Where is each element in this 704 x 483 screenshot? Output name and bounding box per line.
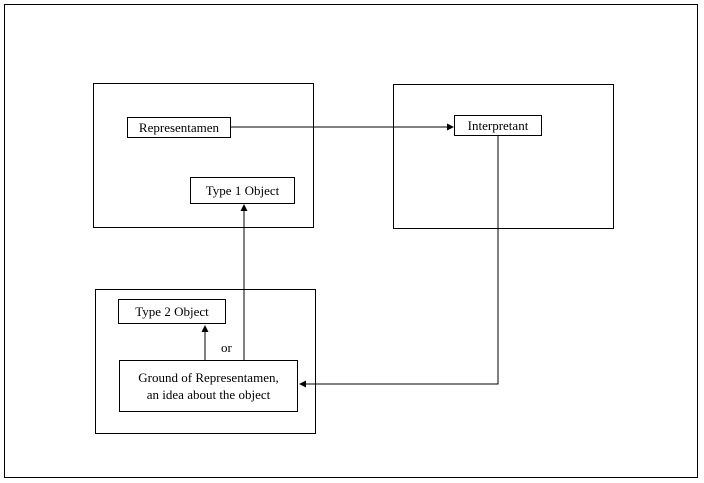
ground-label-line1: Ground of Representamen, xyxy=(138,370,279,385)
representamen-label: Representamen xyxy=(138,120,220,135)
type2-object-node: Type 2 Object xyxy=(118,299,226,324)
ground-label-line2: an idea about the object xyxy=(146,387,271,402)
representamen-group xyxy=(93,83,314,228)
type2-object-label: Type 2 Object xyxy=(135,304,209,319)
or-label: or xyxy=(221,340,232,355)
interpretant-node: Interpretant xyxy=(454,115,542,136)
diagram-frame xyxy=(4,4,698,478)
edge-interpretant-to-ground xyxy=(299,136,499,388)
ground-of-representamen-node: Ground of Representamen, an idea about t… xyxy=(119,360,298,412)
type1-object-node: Type 1 Object xyxy=(190,177,295,204)
interpretant-group xyxy=(393,84,614,229)
type1-object-label: Type 1 Object xyxy=(205,183,280,198)
ground-group xyxy=(95,289,316,434)
interpretant-label: Interpretant xyxy=(467,118,529,133)
representamen-node: Representamen xyxy=(127,117,231,138)
